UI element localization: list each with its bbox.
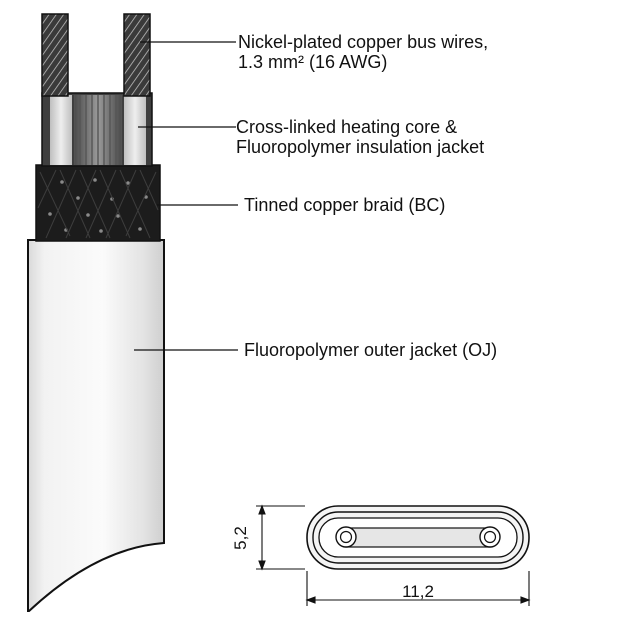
leader-lines [134, 41, 238, 351]
callout-bus-wires: Nickel-plated copper bus wires, 1.3 mm² … [238, 32, 488, 72]
callout-braid-line-1: Tinned copper braid (BC) [244, 195, 446, 215]
callout-bus-wires-line-2: 1.3 mm² (16 AWG) [238, 52, 388, 72]
bus-wires-shape [41, 13, 151, 97]
callout-outer-jacket: Fluoropolymer outer jacket (OJ) [244, 340, 497, 360]
callout-heating-core: Cross-linked heating core & Fluoropolyme… [236, 117, 484, 157]
callout-heating-core-line-1: Cross-linked heating core & [236, 117, 458, 137]
heating-core-shape [41, 92, 153, 167]
cross-section-core [345, 527, 491, 548]
cross-section: 5,2 11,2 [231, 504, 531, 606]
callout-heating-core-line-2: Fluoropolymer insulation jacket [236, 137, 485, 157]
callout-outer-jacket-line-1: Fluoropolymer outer jacket (OJ) [244, 340, 498, 360]
callout-bus-wires-line-1: Nickel-plated copper bus wires, [238, 32, 489, 52]
cross-section-braid [312, 511, 524, 564]
width-dim-label: 11,2 [402, 582, 434, 601]
outer-jacket-shape [27, 239, 165, 615]
width-dimension [305, 571, 531, 606]
braid-shape [35, 164, 161, 242]
height-dim-label: 5,2 [231, 526, 250, 550]
callout-braid: Tinned copper braid (BC) [244, 195, 445, 215]
height-dimension [256, 504, 305, 571]
